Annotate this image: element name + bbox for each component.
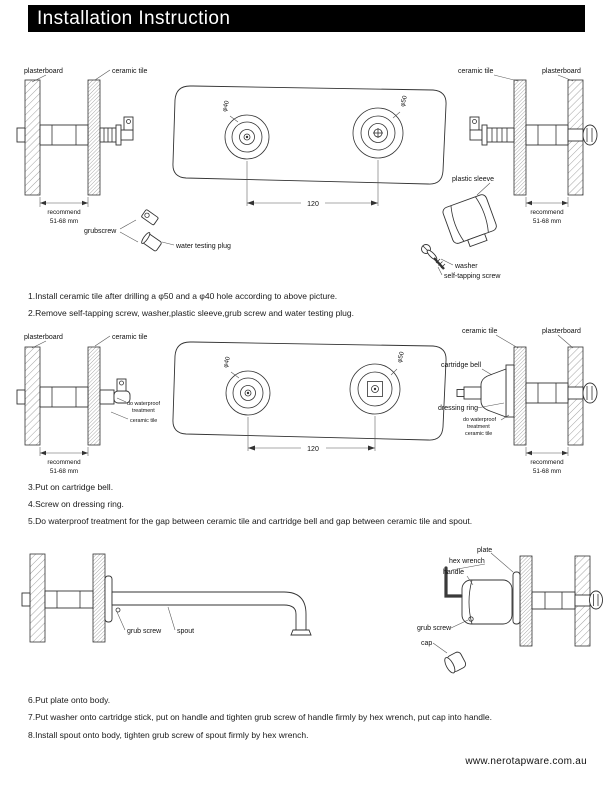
plate-disc [512, 571, 521, 625]
wall-section-left: plasterboard ceramic tile [16, 68, 148, 225]
hex-wrench-tool [444, 566, 463, 598]
wall-section-left: plasterboard ceramic tile do waterproof … [16, 334, 160, 475]
label-ceramic-tile: ceramic tile [112, 68, 148, 75]
waterproof-note-right: do waterproof treatment ceramic tile [463, 414, 510, 437]
self-tapping-screw-part: washer self-tapping screw [421, 244, 501, 280]
hole-spacing-dimension: 120 [247, 416, 376, 453]
label-water-testing-plug: water testing plug [175, 243, 231, 250]
label-grubscrew: grubscrew [84, 228, 117, 235]
label-self-tapping-screw: self-tapping screw [444, 273, 501, 280]
step-4: 4.Screw on dressing ring. [28, 499, 124, 509]
page-title: Installation Instruction [37, 7, 231, 29]
grubscrew-and-plug-parts: grubscrew water testing plug [84, 209, 231, 252]
wall-thickness-dimension-right: recommend 51-68 mm [525, 447, 569, 475]
label-dia40: φ40 [221, 100, 231, 113]
step-8: 8.Install spout onto body, tighten grub … [28, 730, 309, 740]
wall-thickness-dimension-right: recommend 51-68 mm [525, 197, 569, 225]
hole-spacing-dimension: 120 [246, 160, 379, 208]
label-cartridge-bell: cartridge bell [441, 362, 482, 369]
label-ceramic-tile: ceramic tile [462, 328, 498, 335]
label-plate: plate [477, 547, 492, 554]
label-ceramic-tile: ceramic tile [458, 68, 494, 75]
wall-section-spout: grub screw spout [21, 553, 312, 643]
step-7: 7.Put washer onto cartridge stick, put o… [28, 712, 492, 722]
label-dia40: φ40 [222, 356, 232, 369]
handle-body [461, 579, 513, 625]
plastic-sleeve-part: plastic sleeve [442, 176, 497, 248]
label-plasterboard: plasterboard [542, 328, 581, 335]
label-do-waterproof: do waterproof [127, 401, 160, 407]
label-recommend: recommend [47, 209, 81, 216]
label-plasterboard: plasterboard [24, 68, 63, 75]
label-cap: cap [421, 640, 432, 647]
label-ceramic-tile-small: ceramic tile [465, 431, 492, 437]
step-1: 1.Install ceramic tile after drilling a … [28, 291, 338, 301]
cap-part [444, 651, 467, 674]
spout-body [111, 591, 307, 631]
diagram-steps-1-2: plasterboard ceramic tile [16, 68, 598, 280]
label-wall-range: 51-68 mm [50, 218, 78, 225]
faceplate-panel: φ40 φ50 120 [172, 85, 447, 208]
label-recommend: recommend [530, 459, 564, 466]
label-recommend: recommend [47, 459, 81, 466]
plate-disc [104, 575, 113, 623]
ceramic-tile-layer [513, 79, 527, 196]
label-grub-screw: grub screw [417, 625, 452, 632]
wall-section-handle: plate hex wrench handle grub screw cap [417, 547, 603, 674]
label-wall-range: 51-68 mm [533, 468, 561, 475]
diagram-steps-6-8: grub screw spout [21, 547, 603, 674]
label-recommend: recommend [530, 209, 564, 216]
label-plasterboard: plasterboard [24, 334, 63, 341]
label-plastic-sleeve: plastic sleeve [452, 176, 494, 183]
title-bar: Installation Instruction [28, 5, 585, 32]
mixer-body [16, 116, 134, 146]
label-dim-120: 120 [307, 201, 319, 208]
faceplate-panel: φ40 φ50 120 [172, 341, 447, 453]
waterproof-note-left: do waterproof treatment ceramic tile [110, 397, 160, 424]
step-6: 6.Put plate onto body. [28, 695, 111, 705]
label-dim-120: 120 [307, 446, 319, 453]
label-plasterboard: plasterboard [542, 68, 581, 75]
label-do-waterproof: do waterproof [463, 417, 496, 423]
step-3: 3.Put on cartridge bell. [28, 482, 114, 492]
label-ceramic-tile: ceramic tile [112, 334, 148, 341]
wall-section-right: ceramic tile plasterboard cartridge bell… [438, 328, 598, 475]
label-treatment: treatment [132, 408, 155, 414]
mixer-body-with-spout-stub [16, 378, 131, 408]
label-dia50: φ50 [396, 351, 406, 364]
wall-thickness-dimension-left: recommend 51-68 mm [39, 197, 89, 225]
label-ceramic-tile-small: ceramic tile [130, 418, 157, 424]
label-treatment: treatment [467, 424, 490, 430]
cartridge-bell-assembly [456, 364, 598, 418]
diagram-steps-3-5: plasterboard ceramic tile do waterproof … [16, 328, 598, 475]
label-dressing-ring: dressing ring [438, 405, 478, 412]
label-handle: handle [443, 569, 464, 576]
website-url: www.nerotapware.com.au [465, 756, 587, 767]
mixer-body-rear [469, 116, 598, 146]
label-dia50: φ50 [399, 95, 409, 108]
step-5: 5.Do waterproof treatment for the gap be… [28, 516, 473, 526]
label-hex-wrench: hex wrench [449, 558, 485, 565]
wall-section-right: ceramic tile plasterboard [458, 68, 598, 225]
wall-thickness-dimension-left: recommend 51-68 mm [39, 447, 89, 475]
label-spout: spout [177, 628, 194, 635]
label-washer: washer [454, 263, 478, 270]
label-grub-screw: grub screw [127, 628, 162, 635]
step-2: 2.Remove self-tapping screw, washer,plas… [28, 308, 354, 318]
ceramic-tile-layer [87, 79, 101, 196]
label-wall-range: 51-68 mm [533, 218, 561, 225]
label-wall-range: 51-68 mm [50, 468, 78, 475]
plasterboard-layer [24, 79, 41, 196]
